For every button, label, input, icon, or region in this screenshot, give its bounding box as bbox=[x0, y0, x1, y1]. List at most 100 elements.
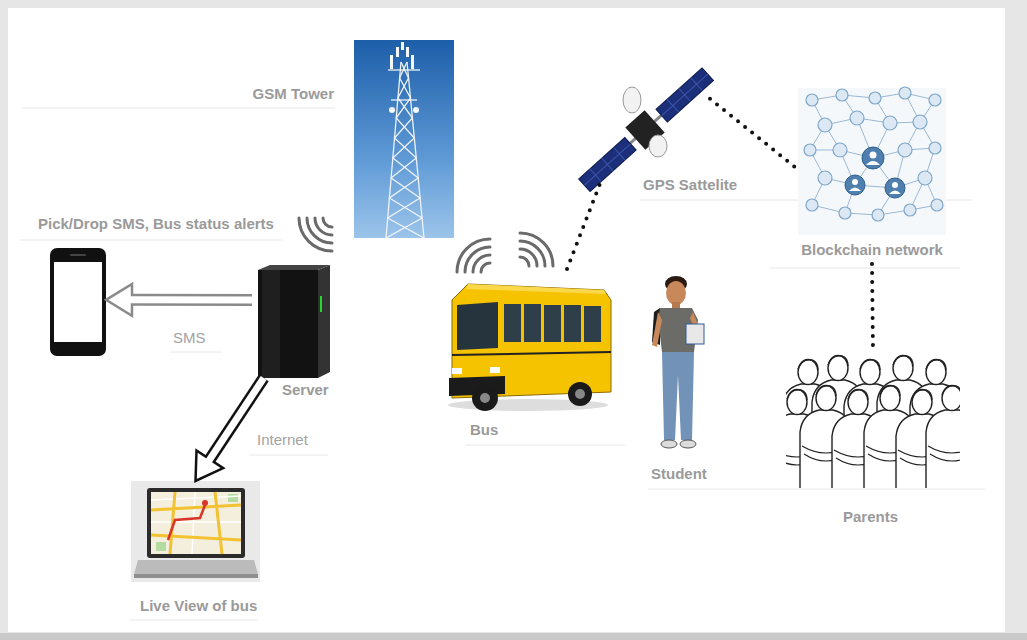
signal-icon-part bbox=[465, 247, 490, 272]
laptop-picture-part bbox=[134, 574, 258, 578]
dotted-link bbox=[565, 185, 600, 275]
gsm-tower-picture-part-part bbox=[389, 107, 395, 113]
connector bbox=[872, 264, 873, 352]
student-picture-part bbox=[666, 281, 686, 305]
phone-picture bbox=[50, 248, 106, 356]
bus-picture-part bbox=[504, 304, 601, 342]
label-underline-part bbox=[250, 455, 328, 456]
blockchain-network-picture-part-part bbox=[929, 142, 941, 154]
student-picture-part bbox=[686, 324, 704, 344]
laptop-picture-part bbox=[168, 505, 205, 540]
server-picture-part bbox=[258, 265, 330, 270]
signal-icon-part bbox=[299, 218, 332, 251]
bus-picture-part-part bbox=[564, 305, 581, 342]
gsm-tower-picture bbox=[354, 40, 454, 238]
blockchain-network-picture-part-part bbox=[929, 94, 941, 106]
blockchain-network-picture-part-part bbox=[818, 171, 832, 185]
bus-picture-part bbox=[480, 393, 490, 403]
blockchain-network-picture-part-part bbox=[845, 175, 865, 195]
connector-label: Internet bbox=[255, 431, 310, 448]
label-underline-part bbox=[20, 240, 282, 241]
gsm-tower-picture-part-part bbox=[391, 99, 417, 100]
blockchain-network-picture-part-part bbox=[804, 144, 816, 156]
gsm-tower-picture-part bbox=[354, 40, 454, 238]
phone-picture-part bbox=[70, 254, 86, 256]
blockchain-network-picture-part-part bbox=[898, 143, 912, 157]
laptop-picture-part bbox=[151, 492, 241, 554]
blockchain-network-picture-part-part bbox=[839, 207, 851, 219]
dotted-link bbox=[710, 99, 795, 167]
phone: Pick/Drop SMS, Bus status alerts bbox=[50, 248, 106, 356]
signal-icon bbox=[299, 218, 553, 272]
blockchain-network-picture-part-part bbox=[866, 161, 880, 165]
blockchain-network-picture-part-part bbox=[862, 147, 884, 169]
server-picture-part bbox=[320, 296, 322, 312]
blockchain-network-picture-part-part bbox=[904, 204, 916, 216]
picture-label: Pick/Drop SMS, Bus status alerts bbox=[38, 215, 274, 232]
gsm-tower-picture-part-part bbox=[407, 62, 424, 238]
connector bbox=[710, 99, 795, 167]
bus-picture-part bbox=[466, 284, 606, 294]
blockchain-network-picture-part-part bbox=[892, 182, 898, 188]
arrow-shaft bbox=[208, 378, 264, 463]
blockchain-network-picture-part bbox=[810, 93, 937, 215]
student-picture-part bbox=[662, 352, 694, 440]
gps-satellite: GPS Sattelite bbox=[580, 70, 710, 185]
bus: Bus bbox=[443, 275, 612, 410]
blockchain-network-picture-part-part bbox=[870, 152, 877, 159]
bus-picture-part bbox=[575, 389, 585, 399]
picture-label: GPS Sattelite bbox=[643, 176, 737, 193]
blockchain-network-picture-part-part bbox=[818, 118, 832, 132]
picture-label: GSM Tower bbox=[253, 85, 334, 102]
signal-icon-part bbox=[520, 233, 553, 266]
laptop-picture-part bbox=[151, 492, 241, 554]
signal-icon-part bbox=[473, 255, 490, 272]
student-picture-part bbox=[672, 302, 680, 309]
server-picture-part bbox=[262, 270, 280, 378]
blockchain-network-picture-part bbox=[849, 152, 901, 195]
label-underline-part bbox=[170, 352, 222, 353]
picture-label: Live View of bus bbox=[140, 597, 257, 614]
picture-label: Server bbox=[282, 381, 329, 398]
gsm-tower-picture-part-part bbox=[413, 107, 419, 113]
label-underline-part bbox=[465, 445, 625, 446]
bus-picture bbox=[448, 284, 611, 411]
blockchain-network-picture-part-part bbox=[836, 89, 848, 101]
blockchain-network-picture-part-part bbox=[885, 178, 905, 198]
laptop-picture bbox=[131, 481, 260, 582]
connector bbox=[565, 185, 600, 275]
student: Student bbox=[647, 275, 707, 451]
satellite-picture-part bbox=[623, 87, 641, 113]
bus-picture-part bbox=[472, 385, 498, 411]
gsm-tower-picture-part-part bbox=[386, 62, 422, 238]
student-picture bbox=[652, 276, 704, 448]
gsm-tower-picture-part-part bbox=[388, 69, 420, 70]
signal-icon-part bbox=[520, 241, 545, 266]
bus-picture-part-part bbox=[544, 305, 561, 342]
connector-label: SMS bbox=[171, 329, 208, 346]
page-frame-part bbox=[0, 633, 1027, 640]
parents-picture-part bbox=[926, 386, 960, 489]
signal-icon-part bbox=[520, 257, 529, 266]
label-underline-part bbox=[770, 268, 960, 269]
gsm-tower-picture-part bbox=[389, 42, 419, 113]
gsm-tower-picture-part-part bbox=[390, 55, 393, 69]
signal-icon-part bbox=[307, 218, 332, 243]
gsm-tower: GSM Tower bbox=[354, 40, 454, 238]
page-frame-part bbox=[8, 8, 1005, 632]
server-picture-part bbox=[318, 265, 330, 378]
laptop-picture-part bbox=[147, 488, 245, 558]
laptop-picture-part bbox=[228, 494, 238, 502]
picture-label: Blockchain network bbox=[801, 241, 943, 258]
blockchain-network-picture-part-part bbox=[931, 199, 943, 211]
label-underline-part bbox=[648, 489, 985, 490]
blockchain-network-picture-part bbox=[804, 87, 943, 221]
blockchain-network-picture-part-part bbox=[913, 115, 927, 129]
gsm-tower-picture-part-part bbox=[388, 62, 424, 238]
blockchain-network: Blockchain network bbox=[795, 88, 949, 264]
